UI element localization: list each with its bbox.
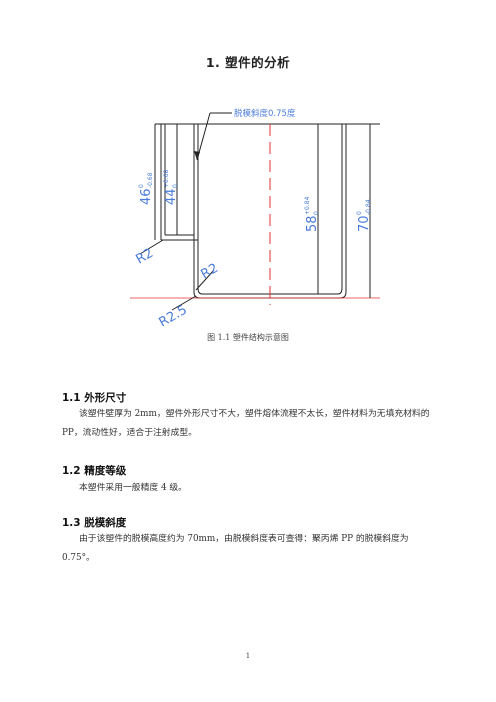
section-text-1-2: 本塑件采用一般精度 4 级。 <box>79 483 187 493</box>
section-heading-1-1: 1.1 外形尺寸 <box>62 392 127 404</box>
svg-text:46: 46 <box>139 188 154 205</box>
draft-angle-label: 脱模斜度0.75度 <box>234 108 296 119</box>
section-heading-1-2: 1.2 精度等级 <box>62 465 127 477</box>
radius-bottom-leader <box>171 295 197 311</box>
svg-text:R2: R2 <box>134 246 156 268</box>
svg-text:-0.68: -0.68 <box>147 172 154 188</box>
svg-text:0: 0 <box>172 184 179 188</box>
page-title: 1. 塑件的分析 <box>205 55 291 70</box>
svg-text:+0.84: +0.84 <box>304 196 311 215</box>
svg-text:0: 0 <box>313 211 320 215</box>
radius-mid-leader <box>195 269 215 291</box>
figure-caption: 图 1.1 塑件结构示意图 <box>207 333 289 342</box>
svg-text:0: 0 <box>138 184 145 188</box>
section-text-1-3: 由于该塑件的脱模高度约为 70mm，由脱模斜度表可查得：聚丙烯 PP 的脱模斜度… <box>62 534 409 563</box>
radius-left-leader <box>139 239 164 255</box>
dim46-label: 46 0 -0.68 <box>138 172 154 205</box>
svg-text:+0.68: +0.68 <box>163 169 170 188</box>
section-heading-1-3: 1.3 脱模斜度 <box>62 517 127 529</box>
svg-text:44: 44 <box>164 188 179 205</box>
dim58-label: 58 +0.84 0 <box>304 196 320 232</box>
section-text-1-1: 该塑件壁厚为 2mm，塑件外形尺寸不大，塑件熔体流程不太长，塑件材料为无填充材料… <box>62 409 430 438</box>
svg-text:-0.84: -0.84 <box>365 199 372 215</box>
dim70-label: 70 0 -0.84 <box>356 199 372 232</box>
draft-arrow-head <box>194 151 200 160</box>
radius-mid-label: R2 <box>199 261 221 283</box>
svg-text:58: 58 <box>305 215 320 232</box>
radius-bottom-label: R2.5 <box>157 303 190 331</box>
svg-text:R2.5: R2.5 <box>157 303 190 331</box>
svg-text:70: 70 <box>357 215 372 232</box>
radius-left-label: R2 <box>134 246 156 268</box>
dim44-label: 44 +0.68 0 <box>163 169 179 205</box>
page-number: 1 <box>245 652 251 660</box>
svg-text:R2: R2 <box>199 261 221 283</box>
svg-text:0: 0 <box>356 211 363 215</box>
